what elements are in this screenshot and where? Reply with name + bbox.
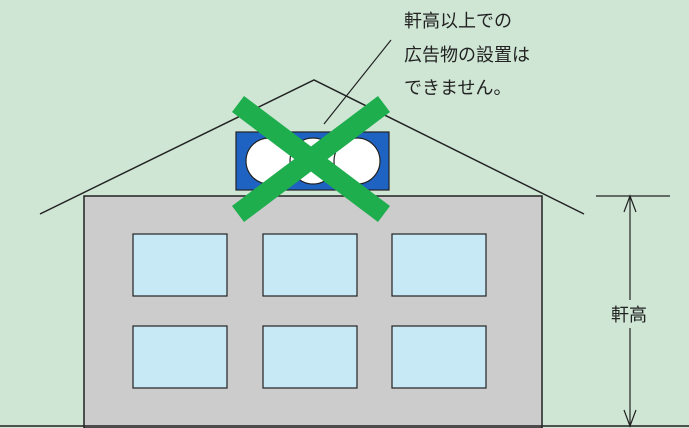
building-wall [83,195,543,428]
note-line-2: 広告物の設置は [404,45,530,66]
note-leader-line [323,39,392,125]
window [262,325,358,389]
window [262,233,358,297]
dimension-arrow-top [623,194,637,213]
roof-outline [39,79,585,215]
note-line-1: 軒高以上での [404,11,512,32]
dimension-arrow-bottom [623,409,637,428]
note-line-3: できません。 [404,78,511,99]
window [132,325,228,389]
dimension-label: 軒高 [611,305,647,326]
prohibited-cross-icon [231,96,391,222]
window [132,233,228,297]
window [391,325,487,389]
window [391,233,487,297]
